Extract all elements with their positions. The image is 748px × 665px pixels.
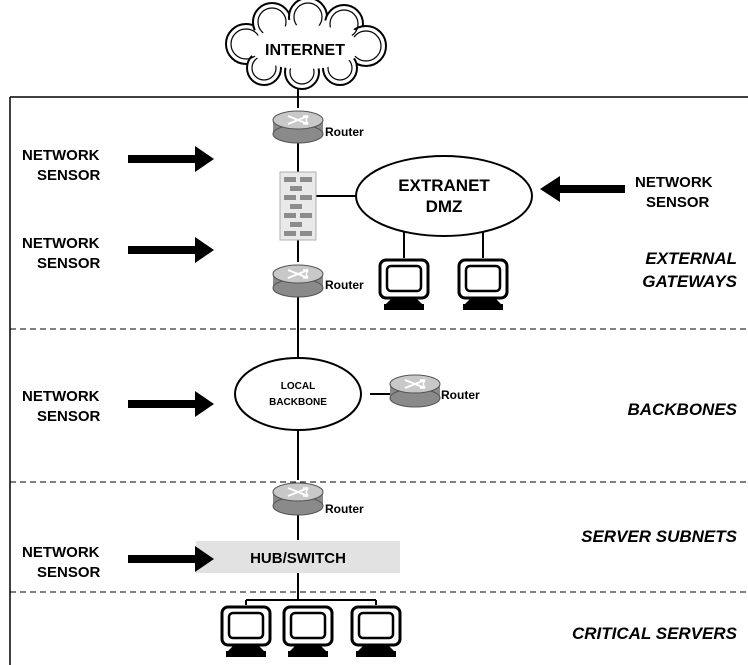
router-icon: [272, 264, 324, 298]
sensor-label-line2: SENSOR: [646, 194, 710, 211]
router-subnet: Router: [272, 482, 364, 516]
router-icon: [272, 482, 324, 516]
sensor-arrow-right-icon: [128, 146, 214, 172]
network-sensor-4: NETWORK SENSOR: [22, 544, 101, 581]
router-top: Router: [272, 110, 364, 144]
zone-label-external-line2: GATEWAYS: [642, 272, 737, 291]
sensor-label-line2: SENSOR: [37, 564, 101, 581]
extranet-label-line1: EXTRANET: [398, 176, 490, 195]
sensor-arrow-left-icon: [540, 176, 625, 202]
router-label: Router: [325, 502, 364, 516]
sensor-label-line1: NETWORK: [22, 544, 100, 561]
zone-label-external-line1: EXTERNAL: [645, 249, 737, 268]
server-icon: [220, 605, 272, 659]
sensor-label-line1: NETWORK: [635, 174, 713, 191]
network-sensor-5: NETWORK SENSOR: [635, 174, 713, 211]
sensor-label-line1: NETWORK: [22, 147, 100, 164]
firewall-icon: [279, 171, 317, 241]
zone-label-backbones: BACKBONES: [627, 400, 737, 419]
internet-cloud: INTERNET: [225, 0, 387, 90]
sensor-arrow-right-icon: [128, 391, 214, 417]
workstation-icon: [378, 258, 430, 312]
hub-label: HUB/SWITCH: [250, 550, 346, 567]
router-gateway: Router: [272, 264, 364, 298]
router-icon: [389, 374, 441, 408]
zone-label-server-subnets: SERVER SUBNETS: [581, 527, 738, 546]
network-sensor-3: NETWORK SENSOR: [22, 388, 101, 425]
network-sensor-1: NETWORK SENSOR: [22, 147, 101, 184]
sensor-label-line2: SENSOR: [37, 167, 101, 184]
internet-label: INTERNET: [265, 42, 345, 59]
backbone-label-line2: BACKBONE: [269, 397, 327, 408]
router-label: Router: [325, 125, 364, 139]
sensor-label-line2: SENSOR: [37, 255, 101, 272]
router-backbone: Router: [389, 374, 480, 408]
router-label: Router: [441, 388, 480, 402]
sensor-label-line2: SENSOR: [37, 408, 101, 425]
workstation-icon: [457, 258, 509, 312]
network-sensor-2: NETWORK SENSOR: [22, 235, 101, 272]
sensor-arrow-right-icon: [128, 237, 214, 263]
extranet-label-line2: DMZ: [426, 197, 463, 216]
local-backbone: LOCAL BACKBONE: [234, 357, 362, 431]
router-label: Router: [325, 278, 364, 292]
router-icon: [272, 110, 324, 144]
hub-switch: HUB/SWITCH: [196, 541, 400, 573]
sensor-label-line1: NETWORK: [22, 235, 100, 252]
sensor-label-line1: NETWORK: [22, 388, 100, 405]
extranet-dmz: EXTRANET DMZ: [355, 155, 533, 237]
server-icon: [282, 605, 334, 659]
server-icon: [350, 605, 402, 659]
zone-label-critical-servers: CRITICAL SERVERS: [572, 624, 738, 643]
backbone-label-line1: LOCAL: [281, 381, 315, 392]
sensor-arrow-right-icon: [128, 546, 214, 572]
